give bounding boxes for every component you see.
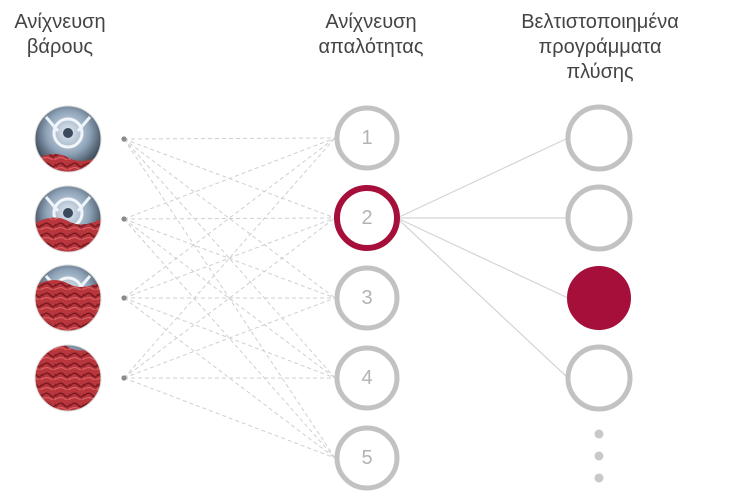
weight-dot — [121, 216, 127, 222]
dashed-connection — [123, 137, 336, 220]
program-connection — [396, 217, 569, 379]
program-connection — [396, 137, 569, 219]
softness-nodes: 1 2 3 4 5 — [334, 105, 400, 491]
softness-node-4: 4 — [334, 345, 400, 411]
softness-level-label: 2 — [361, 207, 372, 229]
programs-title-line2: προγράμματα — [538, 36, 662, 58]
program-connection — [396, 217, 569, 299]
dashed-connection — [123, 138, 336, 299]
dashed-connection — [123, 377, 336, 459]
dashed-connection — [123, 217, 336, 220]
softness-level-label: 1 — [361, 127, 372, 149]
programs-title-line3: πλύσης — [566, 61, 634, 83]
softness-level-label: 5 — [361, 447, 372, 469]
softness-ring — [334, 345, 400, 411]
ellipsis-dot — [594, 451, 604, 461]
softness-ring — [334, 185, 400, 251]
selected-program-node — [567, 266, 631, 330]
programs-title-line1: Βελτιστοποιημένα — [521, 11, 679, 33]
softness-ring — [334, 105, 400, 171]
optimized-programs-title: Βελτιστοποιημένα προγράμματα πλύσης — [500, 10, 700, 85]
program-node — [565, 104, 633, 172]
softness-to-program-connections — [396, 137, 569, 379]
weight-dot — [121, 136, 127, 142]
ellipsis-dot — [594, 473, 604, 483]
softness-ring — [334, 265, 400, 331]
softness-title-line2: απαλότητας — [318, 36, 424, 58]
weight-dot — [121, 375, 127, 381]
weight-output-dots — [121, 136, 127, 381]
weight-title-line1: Ανίχνευση — [14, 11, 106, 33]
dashed-connection — [123, 137, 336, 140]
softness-node-5: 5 — [334, 425, 400, 491]
more-programs-ellipsis — [594, 429, 604, 483]
softness-node-3: 3 — [334, 265, 400, 331]
softness-ring — [334, 425, 400, 491]
dashed-connection — [123, 137, 336, 299]
softness-level-label: 4 — [361, 367, 372, 389]
dashed-connection — [123, 297, 336, 459]
dashed-connection — [123, 217, 336, 299]
program-nodes — [565, 104, 633, 412]
drum-full-load-icon — [34, 344, 102, 412]
ellipsis-dot — [594, 429, 604, 439]
drum-three-quarter-load-icon — [34, 264, 102, 332]
dashed-connection — [123, 137, 336, 379]
dashed-connection — [123, 297, 336, 379]
softness-node-1: 1 — [334, 105, 400, 171]
load-level-icons — [34, 105, 102, 412]
dashed-connection — [123, 217, 336, 379]
weight-to-softness-connections — [123, 137, 336, 459]
softness-level-label: 3 — [361, 287, 372, 309]
program-node — [565, 184, 633, 252]
weight-title-line2: βάρους — [26, 36, 94, 58]
drum-quarter-load-icon — [34, 105, 102, 173]
drum-half-load-icon — [34, 185, 102, 253]
softness-title-line1: Ανίχνευση — [325, 11, 417, 33]
weight-detection-title: Ανίχνευση βάρους — [0, 10, 120, 60]
dashed-connection — [123, 218, 336, 379]
weight-dot — [121, 295, 127, 301]
program-node — [565, 344, 633, 412]
softness-detection-title: Ανίχνευση απαλότητας — [296, 10, 446, 60]
softness-node-2: 2 — [334, 185, 400, 251]
